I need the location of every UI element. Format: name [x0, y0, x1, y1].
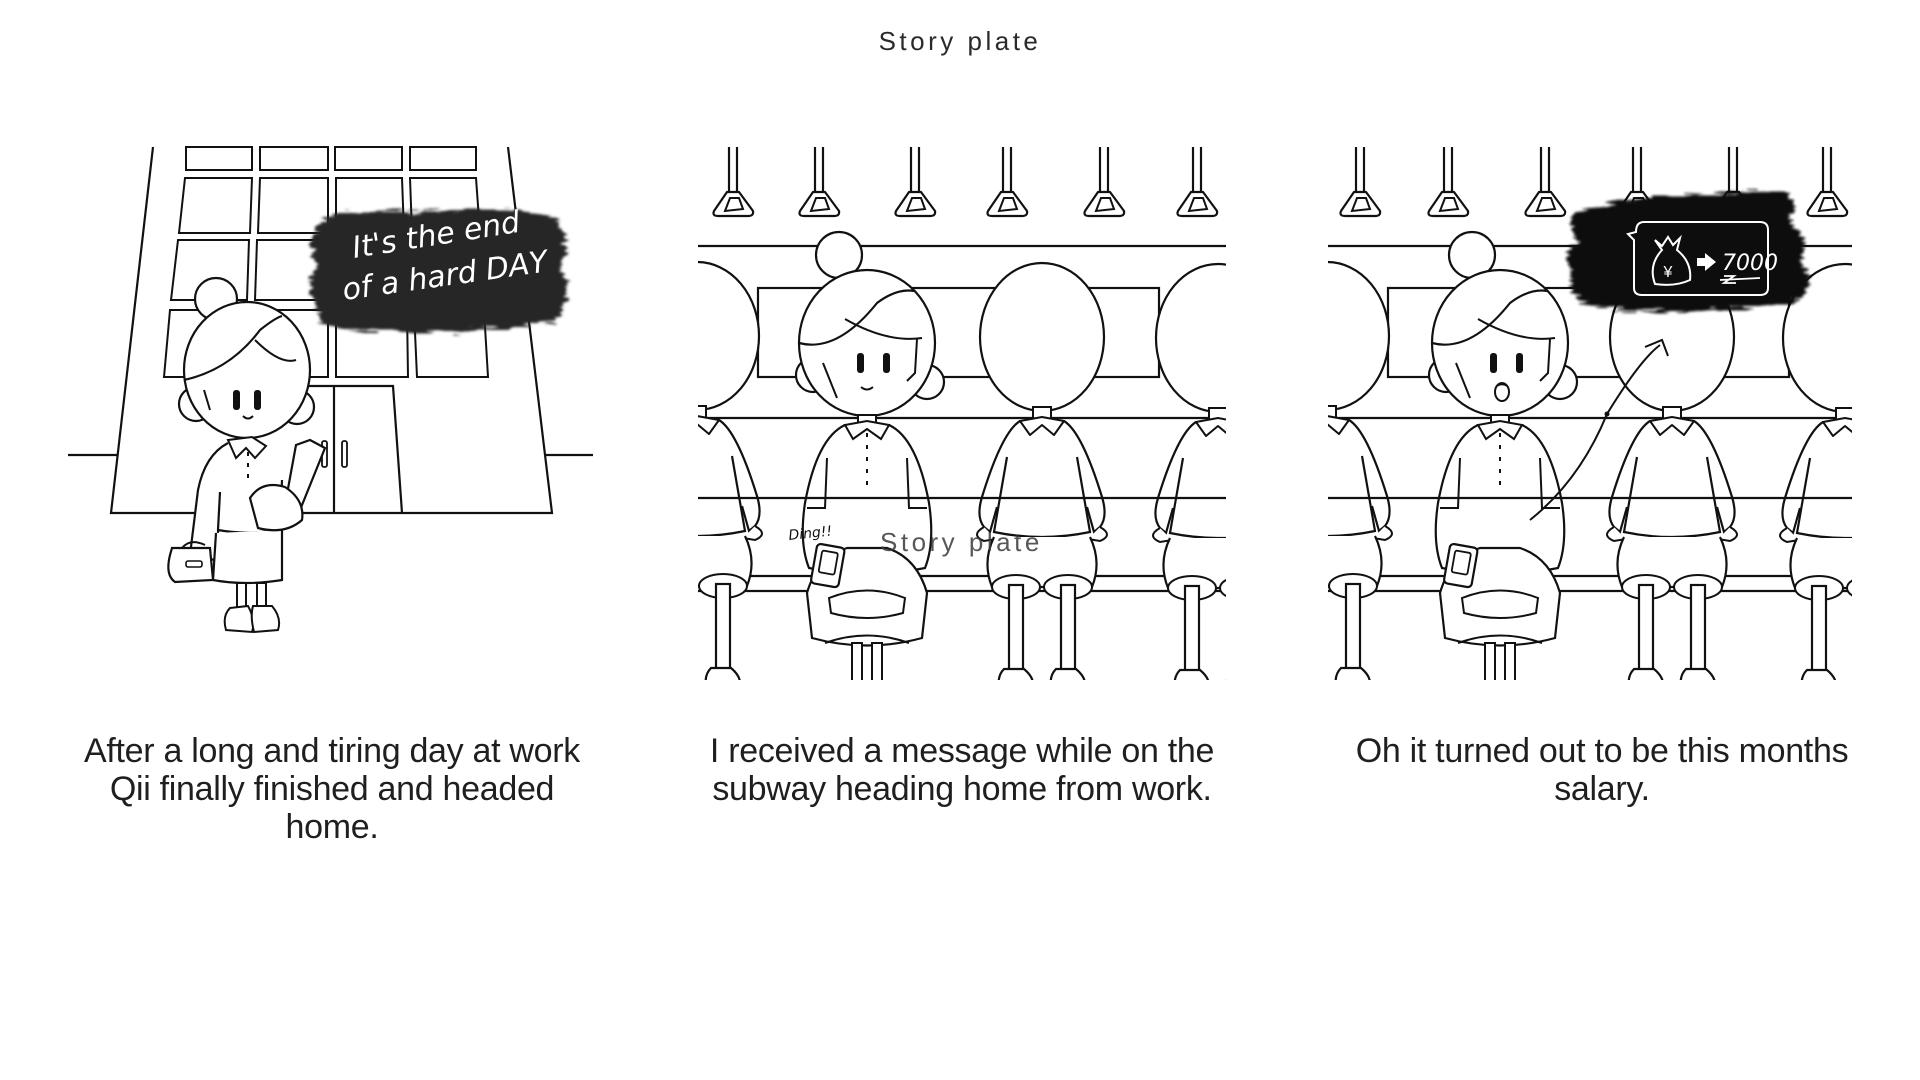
storyboard-artwork: It's the end of a hard DAY Ding!! [68, 145, 1852, 680]
page-title: Story plate [878, 26, 1042, 56]
caption-panel-3: Oh it turned out to be this months salar… [1355, 732, 1849, 808]
arrow-right-icon [1697, 253, 1716, 271]
watermark-text: Story plate [880, 527, 1043, 557]
speech-bubble-panel-1: It's the end of a hard DAY [311, 205, 568, 332]
salary-amount: 7000 [1722, 251, 1778, 276]
caption-panel-1: After a long and tiring day at work Qii … [84, 732, 580, 846]
money-bag-yen-icon: ¥ [1651, 234, 1692, 286]
ding-sound-effect: Ding!! [788, 524, 833, 544]
panel-1-illustration: It's the end of a hard DAY [68, 146, 593, 634]
panel-2-illustration: Ding!! [698, 145, 1226, 680]
salary-message-bubble: ¥ 7000 [1567, 191, 1810, 312]
svg-text:¥: ¥ [1663, 264, 1673, 281]
caption-panel-2: I received a message while on the subway… [709, 732, 1215, 808]
hand-strap-icons [712, 145, 1219, 218]
character-qii-standing [167, 276, 327, 634]
panel-3-illustration: ¥ 7000 [1328, 145, 1852, 680]
